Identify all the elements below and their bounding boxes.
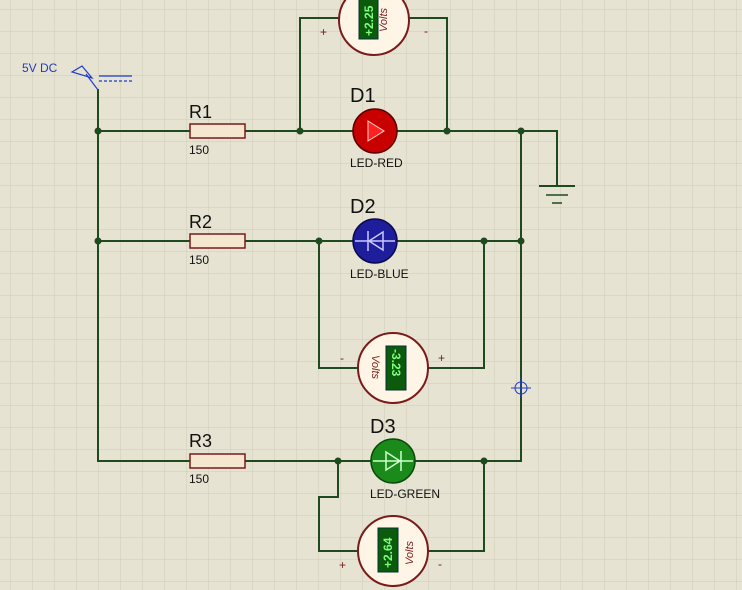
resistor-ref: R1 [189, 102, 212, 122]
junction-dot [296, 127, 304, 135]
voltmeter-2[interactable]: -3.23 Volts - + [340, 332, 445, 404]
wire-vm2-minus [318, 240, 358, 369]
junction-dot [517, 127, 525, 135]
led-d3[interactable]: D3 LED-GREEN [370, 416, 440, 501]
voltmeter-plus: + [438, 351, 445, 365]
power-label: 5V DC [22, 61, 58, 75]
led-ref: D1 [350, 85, 376, 107]
led-d2[interactable]: D2 LED-BLUE [350, 196, 409, 281]
wire-vm2-plus [428, 240, 485, 369]
voltmeter-1[interactable]: +2.25 Volts + - [320, 0, 428, 56]
led-ref: D3 [370, 416, 396, 438]
led-d1[interactable]: D1 LED-RED [350, 85, 403, 170]
power-terminal[interactable]: 5V DC [22, 61, 132, 131]
diode-symbol-icon [355, 230, 395, 252]
voltmeter-reading: +2.25 [362, 5, 376, 36]
diode-symbol-icon [373, 450, 413, 472]
voltmeter-plus: + [339, 558, 346, 572]
wire-vm3-plus [318, 460, 358, 552]
voltmeter-display [385, 345, 407, 391]
wires [97, 17, 558, 552]
voltmeter-display [377, 527, 399, 573]
resistor-r1[interactable]: R1 150 [189, 102, 246, 157]
wire-vm3-minus [428, 460, 485, 552]
junction-dot [480, 457, 488, 465]
led-ref: D2 [350, 196, 376, 218]
voltmeter-unit: Volts [369, 355, 381, 380]
junction-dot [517, 237, 525, 245]
junction-dot [443, 127, 451, 135]
junction-dot [94, 237, 102, 245]
wire-vm1-minus [406, 17, 448, 132]
led-type: LED-RED [350, 156, 403, 170]
junction-dot [480, 237, 488, 245]
voltmeter-minus: - [438, 557, 442, 571]
voltmeter-reading: +2.64 [381, 537, 395, 568]
resistor-ref: R3 [189, 431, 212, 451]
voltmeter-unit: Volts [404, 540, 416, 565]
voltmeter-reading: -3.23 [389, 349, 403, 377]
wire-vm1-plus [299, 17, 341, 132]
voltmeter-unit: Volts [378, 7, 390, 32]
resistor-r3[interactable]: R3 150 [189, 431, 246, 486]
junction-dot [334, 457, 342, 465]
led-type: LED-GREEN [370, 487, 440, 501]
junction-dot [315, 237, 323, 245]
resistor-ref: R2 [189, 212, 212, 232]
voltmeter-3[interactable]: +2.64 Volts + - [339, 515, 442, 587]
resistor-value: 150 [189, 253, 209, 267]
wire-power-bus [97, 89, 191, 462]
resistor-value: 150 [189, 472, 209, 486]
resistor-r2[interactable]: R2 150 [189, 212, 246, 267]
crosshair-marker [511, 378, 531, 398]
resistor-value: 150 [189, 143, 209, 157]
led-lit-arrow-icon [367, 120, 385, 142]
voltmeter-minus: - [340, 351, 344, 365]
voltmeter-plus: + [320, 25, 327, 39]
voltmeter-display [358, 0, 379, 40]
ground-symbol [539, 185, 575, 204]
led-type: LED-BLUE [350, 267, 409, 281]
voltmeter-minus: - [424, 24, 428, 38]
